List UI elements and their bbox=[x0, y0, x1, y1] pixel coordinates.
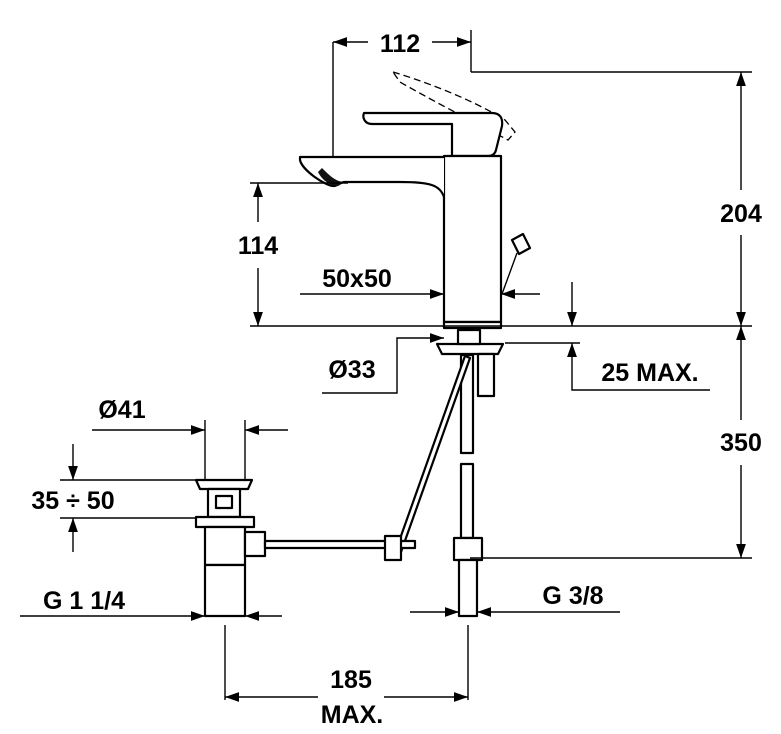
supply-nut bbox=[452, 536, 484, 562]
label-waste-thread: G 1 1/4 bbox=[43, 587, 125, 615]
spout-tip-shade bbox=[318, 168, 345, 186]
label-base-diameter: Ø33 bbox=[328, 356, 375, 384]
extension-lines bbox=[60, 30, 752, 700]
label-body-section: 50x50 bbox=[322, 265, 392, 293]
body-column bbox=[442, 154, 503, 324]
waste-flange bbox=[194, 478, 254, 491]
fixing-collar bbox=[456, 328, 482, 346]
lift-rod-top bbox=[501, 252, 518, 295]
waste-rod-clip bbox=[383, 534, 403, 562]
fixing-stud bbox=[476, 352, 496, 398]
label-supply-length: 350 bbox=[720, 429, 762, 457]
supply-hose-upper bbox=[459, 353, 475, 455]
label-overall-height: 204 bbox=[720, 200, 762, 228]
label-rod-length-suffix: MAX. bbox=[321, 701, 384, 729]
waste-collar bbox=[194, 515, 256, 529]
lift-rod bbox=[394, 354, 472, 554]
waste-rod bbox=[263, 539, 417, 550]
dim-line-33 bbox=[322, 333, 444, 394]
lever-handle bbox=[362, 111, 504, 158]
label-waste-adjust: 35 ÷ 50 bbox=[31, 487, 114, 515]
label-waste-diameter: Ø41 bbox=[98, 396, 145, 424]
waste-body bbox=[203, 525, 247, 567]
label-spout-height: 114 bbox=[238, 232, 278, 260]
supply-tail bbox=[457, 558, 479, 618]
dimension-lines bbox=[20, 37, 746, 702]
dimension-labels: 112 204 114 50x50 Ø33 25 MAX. 350 Ø41 35… bbox=[31, 30, 762, 729]
lift-rod-knob bbox=[510, 232, 532, 256]
label-supply-thread: G 3/8 bbox=[542, 582, 603, 610]
waste-tail bbox=[203, 563, 247, 618]
waste-side-boss bbox=[243, 530, 267, 558]
supply-hose-lower bbox=[459, 462, 475, 540]
label-rod-length: 185 bbox=[330, 666, 372, 694]
waste-plug-slot bbox=[214, 494, 234, 510]
faucet-body bbox=[298, 70, 532, 618]
handle-open-outline bbox=[391, 70, 516, 141]
dim-line-25-bottom bbox=[567, 343, 710, 391]
label-top-width: 112 bbox=[380, 30, 420, 58]
deck-fixing bbox=[435, 342, 505, 356]
label-deck-thickness: 25 MAX. bbox=[601, 359, 698, 387]
pop-up-waste bbox=[194, 478, 417, 618]
base-ring bbox=[442, 320, 503, 330]
